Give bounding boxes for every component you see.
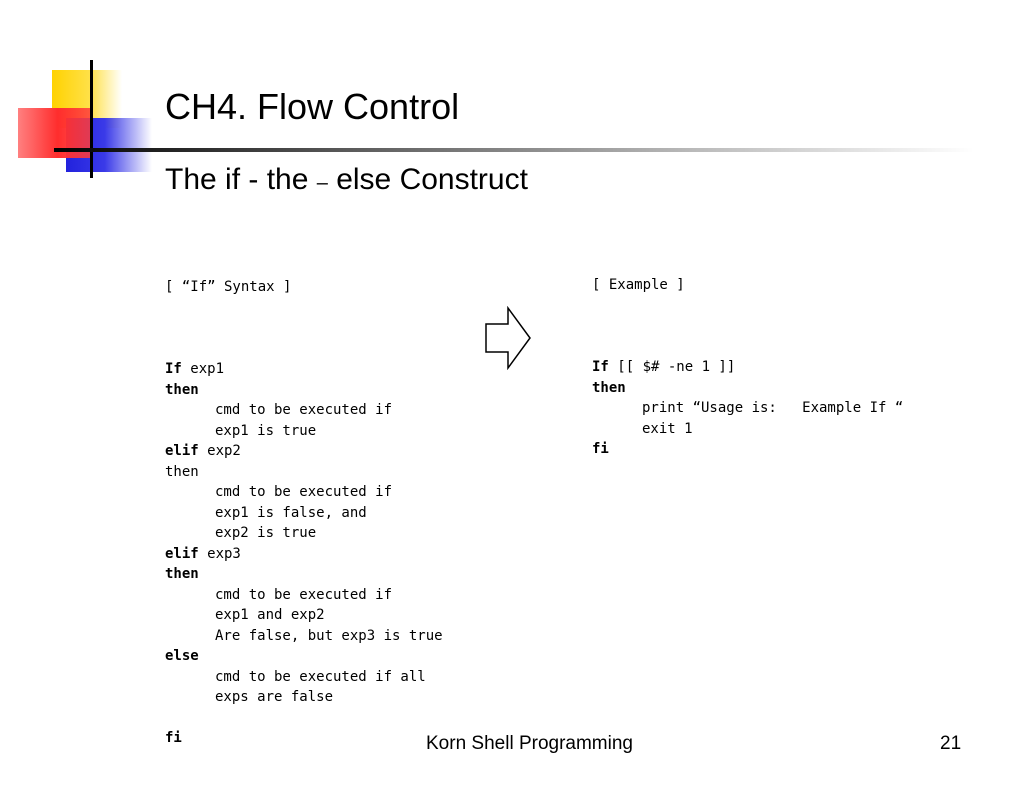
keyword: fi bbox=[165, 730, 182, 746]
code-text: cmd to be executed if bbox=[215, 402, 393, 418]
subtitle-part-2: else Construct bbox=[327, 163, 528, 196]
syntax-code-line: exps are false bbox=[165, 687, 443, 708]
syntax-code-line: elif exp2 bbox=[165, 441, 443, 462]
code-text: exp3 bbox=[198, 545, 241, 562]
syntax-code-line: cmd to be executed if all bbox=[165, 667, 443, 688]
code-text: cmd to be executed if bbox=[215, 586, 393, 603]
keyword: elif bbox=[165, 545, 199, 562]
code-text: cmd to be executed if all bbox=[215, 668, 426, 685]
syntax-code-line: exp1 is true bbox=[165, 421, 443, 442]
code-text: exp1 and exp2 bbox=[215, 607, 325, 623]
title-underline-rule bbox=[54, 148, 974, 152]
keyword: then bbox=[165, 381, 199, 398]
syntax-code-line: exp2 is true bbox=[165, 523, 443, 544]
code-text: exp1 bbox=[181, 361, 225, 377]
code-text: exps are false bbox=[215, 689, 334, 705]
slide: CH4. Flow Control The if - the – else Co… bbox=[18, 60, 974, 754]
keyword: else bbox=[165, 648, 199, 664]
slide-subtitle: The if - the – else Construct bbox=[165, 162, 528, 201]
example-code-line: exit 1 bbox=[592, 419, 903, 440]
syntax-code-line: Are false, but exp3 is true bbox=[165, 626, 443, 647]
keyword: then bbox=[592, 379, 626, 396]
syntax-code-line: then bbox=[165, 462, 443, 483]
syntax-code-line: cmd to be executed if bbox=[165, 482, 443, 503]
subtitle-part-1: The if - the bbox=[165, 163, 317, 196]
keyword: If bbox=[165, 361, 182, 377]
code-text: exp2 bbox=[198, 443, 241, 459]
syntax-code-line: If exp1 bbox=[165, 359, 443, 380]
keyword: elif bbox=[165, 443, 199, 459]
example-heading: [ Example ] bbox=[592, 277, 685, 293]
syntax-code-line: exp1 is false, and bbox=[165, 503, 443, 524]
keyword: fi bbox=[592, 441, 609, 457]
example-code-line: If [[ $# -ne 1 ]] bbox=[592, 357, 903, 378]
code-text: exit 1 bbox=[642, 420, 693, 437]
syntax-code-line: exp1 and exp2 bbox=[165, 605, 443, 626]
right-arrow-outline-icon bbox=[485, 306, 531, 370]
code-text: exp1 is true bbox=[215, 422, 317, 439]
code-text: exp2 is true bbox=[215, 525, 317, 541]
code-text: print “Usage is: Example If “ bbox=[642, 400, 904, 416]
code-text: then bbox=[165, 463, 199, 480]
keyword: then bbox=[165, 566, 199, 582]
page-number: 21 bbox=[940, 733, 962, 754]
syntax-code-line: then bbox=[165, 564, 443, 585]
example-code-line: fi bbox=[592, 439, 903, 460]
footer-text: Korn Shell Programming bbox=[426, 733, 633, 754]
syntax-code-line: else bbox=[165, 646, 443, 667]
decorative-vertical-line bbox=[90, 60, 93, 178]
syntax-code-line: elif exp3 bbox=[165, 544, 443, 565]
syntax-code-line: then bbox=[165, 380, 443, 401]
syntax-code-line bbox=[165, 708, 443, 729]
example-code-line: print “Usage is: Example If “ bbox=[592, 398, 903, 419]
code-text: exp1 is false, and bbox=[215, 504, 367, 521]
example-code-line bbox=[592, 337, 903, 358]
slide-title: CH4. Flow Control bbox=[165, 86, 460, 127]
syntax-code-line: cmd to be executed if bbox=[165, 585, 443, 606]
subtitle-dash: – bbox=[316, 172, 328, 194]
syntax-code-line bbox=[165, 339, 443, 360]
code-text: [[ $# -ne 1 ]] bbox=[608, 359, 736, 375]
syntax-code-line: cmd to be executed if bbox=[165, 400, 443, 421]
syntax-code-line: fi bbox=[165, 728, 443, 749]
code-text: Are false, but exp3 is true bbox=[215, 627, 443, 644]
example-code-line: then bbox=[592, 378, 903, 399]
keyword: If bbox=[592, 359, 609, 375]
syntax-heading: [ “If” Syntax ] bbox=[165, 279, 292, 295]
code-text: cmd to be executed if bbox=[215, 484, 393, 500]
